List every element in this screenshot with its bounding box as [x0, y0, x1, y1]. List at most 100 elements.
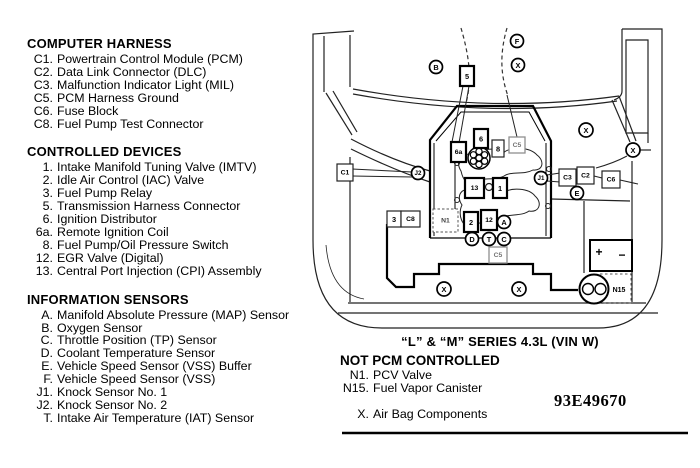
- svg-text:5: 5: [465, 72, 469, 81]
- item-number: X.: [357, 407, 369, 421]
- series-caption: “L” & “M” SERIES 4.3L (VIN W): [401, 334, 599, 349]
- svg-text:B: B: [433, 63, 438, 72]
- item-number: C2.: [33, 64, 53, 79]
- legend-item: C2.Data Link Connector (DLC): [27, 66, 327, 79]
- legend-item: D.Coolant Temperature Sensor: [27, 347, 327, 360]
- legend-item: B. Oxygen Sensor: [27, 320, 327, 335]
- svg-text:N1: N1: [441, 218, 450, 225]
- item-number: 12.: [35, 250, 53, 265]
- item-number: F.: [43, 372, 53, 387]
- callout-box-12: 12: [479, 208, 499, 232]
- item-number: C1.: [33, 52, 53, 66]
- legend-item: C1. Powertrain Control Module (PCM): [27, 53, 327, 66]
- callout-circle-x: X: [578, 122, 594, 138]
- svg-text:J2: J2: [415, 170, 422, 177]
- item-label: Fuel Vapor Canister: [373, 381, 483, 395]
- item-label: Powertrain Control Module (PCM): [57, 52, 243, 66]
- callout-box-3: 3: [386, 210, 402, 228]
- svg-text:6: 6: [479, 135, 483, 144]
- item-label: Fuel Pump/Oil Pressure Switch: [57, 237, 229, 252]
- svg-text:J1: J1: [538, 175, 545, 182]
- item-label: Remote Ignition Coil: [57, 224, 169, 239]
- item-label: EGR Valve (Digital): [57, 250, 164, 265]
- battery-minus-label: −: [618, 248, 625, 262]
- callout-circle-e: E: [569, 185, 585, 201]
- item-number: 13.: [35, 263, 53, 278]
- legend-item: T. Intake Air Temperature (IAT) Sensor: [27, 410, 327, 425]
- item-label: Fuel Pump Relay: [57, 186, 153, 201]
- legend-item: 3.Fuel Pump Relay: [27, 187, 327, 200]
- legend-section-title: CONTROLLED DEVICES: [27, 144, 182, 160]
- legend-item: C. Throttle Position (TP) Sensor: [27, 334, 327, 347]
- callout-box-c2: C2: [576, 166, 595, 185]
- svg-text:13: 13: [471, 185, 479, 192]
- callout-circle-b: B: [428, 59, 444, 75]
- legend-item: 13.Central Port Injection (CPI) Assembly: [27, 263, 327, 278]
- item-label: Idle Air Control (IAC) Valve: [57, 173, 205, 188]
- item-number: 2.: [42, 173, 53, 188]
- item-label: Vehicle Speed Sensor (VSS) Buffer: [57, 359, 252, 374]
- svg-text:X: X: [584, 126, 589, 135]
- callout-circle-a: A: [496, 214, 512, 230]
- distributor-art: [467, 146, 491, 170]
- callout-box-n1: N1: [432, 208, 459, 233]
- item-label: PCV Valve: [373, 368, 432, 382]
- svg-text:12: 12: [485, 217, 493, 224]
- svg-text:C2: C2: [581, 173, 590, 180]
- svg-text:X: X: [631, 146, 636, 155]
- svg-text:1: 1: [498, 184, 502, 193]
- item-label: Throttle Position (TP) Sensor: [57, 333, 217, 348]
- item-number: J2.: [36, 397, 53, 412]
- item-label: Transmission Harness Connector: [57, 199, 241, 214]
- callout-circle-t: T: [481, 231, 497, 247]
- item-label: Intake Manifold Tuning Valve (IMTV): [57, 160, 257, 175]
- callout-circle-f: F: [509, 33, 525, 49]
- callout-box-2: 2: [462, 210, 480, 234]
- callout-box-1: 1: [491, 176, 509, 200]
- item-number: 6a.: [35, 224, 53, 239]
- svg-text:T: T: [487, 235, 492, 244]
- svg-text:E: E: [575, 189, 580, 198]
- callout-circle-j2: J2: [410, 165, 426, 181]
- legend-item: 12. EGR Valve (Digital): [27, 250, 327, 265]
- not-pcm-item: N15.Fuel Vapor Canister: [340, 382, 500, 395]
- legend-item: 8. Fuel Pump/Oil Pressure Switch: [27, 237, 327, 252]
- svg-text:8: 8: [496, 145, 500, 154]
- svg-text:C3: C3: [563, 175, 572, 182]
- item-label: Intake Air Temperature (IAT) Sensor: [57, 410, 255, 425]
- not-pcm-item: N1.PCV Valve: [340, 369, 500, 382]
- callout-box-13: 13: [463, 176, 486, 200]
- item-label: Oxygen Sensor: [57, 320, 143, 335]
- legend-item: 1.Intake Manifold Tuning Valve (IMTV): [27, 161, 327, 174]
- item-label: Knock Sensor No. 1: [57, 385, 168, 400]
- not-pcm-item: X.Air Bag Components: [340, 408, 500, 421]
- item-number: 8.: [42, 237, 53, 252]
- legend-item: A.Manifold Absolute Pressure (MAP) Senso…: [27, 307, 327, 322]
- item-number: C8.: [33, 116, 53, 131]
- callout-circle-x: X: [511, 281, 527, 297]
- svg-text:F: F: [515, 37, 520, 46]
- item-number: C.: [40, 333, 53, 348]
- svg-text:3: 3: [392, 215, 396, 224]
- legend-item: F.Vehicle Speed Sensor (VSS): [27, 373, 327, 386]
- callout-circle-j1: J1: [533, 170, 549, 186]
- item-label: Malfunction Indicator Light (MIL): [57, 77, 234, 92]
- svg-text:X: X: [516, 61, 521, 70]
- cowl-line: [352, 88, 620, 105]
- svg-text:C: C: [501, 235, 507, 244]
- item-number: E.: [41, 359, 53, 374]
- vapor-canister: N15: [578, 273, 632, 305]
- item-number: B.: [41, 320, 53, 335]
- item-label: Manifold Absolute Pressure (MAP) Sensor: [57, 307, 290, 322]
- item-label: Fuel Pump Test Connector: [57, 116, 204, 131]
- item-number: T.: [43, 410, 53, 425]
- canister-label: N15: [613, 287, 626, 294]
- svg-text:C5: C5: [513, 142, 522, 149]
- callout-box-c6: C6: [601, 170, 621, 189]
- item-number: C5.: [33, 90, 53, 105]
- item-number: 6.: [42, 212, 53, 227]
